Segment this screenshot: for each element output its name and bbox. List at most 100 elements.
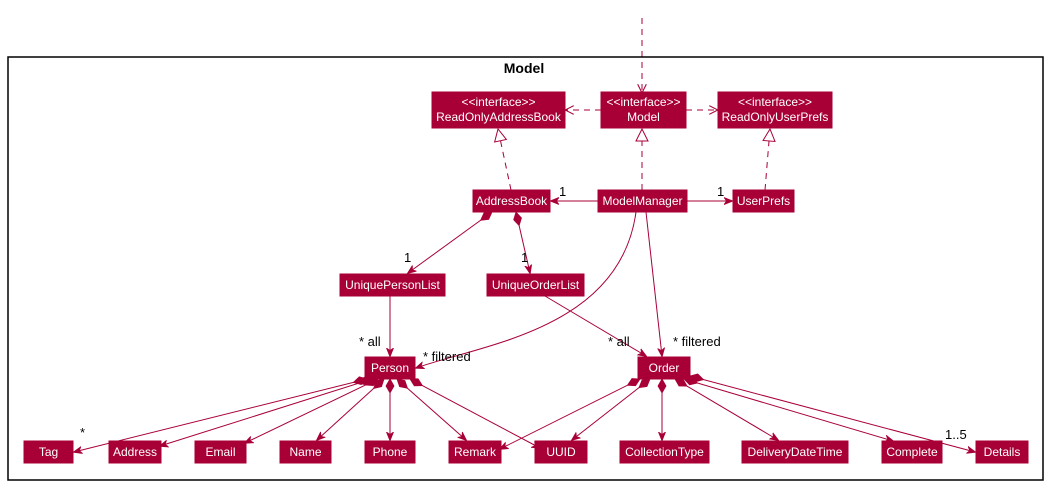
class-model[interactable]: <<interface>>Model — [600, 91, 687, 129]
class-name: UserPrefs — [737, 194, 790, 208]
class-stereotype: <<interface>> — [461, 95, 535, 109]
addressbook-to-uniqueorderlist-edge — [516, 212, 530, 273]
class-unique-person-list[interactable]: UniquePersonList — [339, 273, 446, 297]
class-unique-order-list[interactable]: UniqueOrderList — [486, 273, 585, 297]
class-box — [364, 440, 416, 464]
multiplicity-ab-uol: 1 — [521, 250, 528, 265]
class-box — [448, 440, 502, 464]
model-package: Model — [7, 56, 1044, 481]
class-uuid[interactable]: UUID — [534, 440, 588, 464]
class-box — [741, 440, 849, 464]
person-to-uuid-edge — [410, 379, 540, 448]
class-box — [597, 189, 688, 213]
class-name: Email — [205, 445, 235, 459]
class-person[interactable]: Person — [364, 356, 416, 380]
class-name: AddressBook — [476, 194, 548, 208]
multiplicity-order-details: 1..5 — [945, 427, 967, 442]
addressbook-to-uniquepersonlist-edge — [408, 212, 492, 273]
class-box — [534, 440, 588, 464]
class-box — [431, 91, 566, 129]
class-box — [108, 440, 162, 464]
class-remark[interactable]: Remark — [448, 440, 502, 464]
class-box — [194, 440, 247, 464]
class-delivery-date-time[interactable]: DeliveryDateTime — [741, 440, 849, 464]
class-nodes: <<interface>>ReadOnlyAddressBook<<interf… — [23, 91, 1029, 464]
class-box — [732, 189, 795, 213]
class-phone[interactable]: Phone — [364, 440, 416, 464]
order-to-uuid-edge — [572, 379, 650, 440]
class-box — [472, 189, 551, 213]
order-to-remark-edge — [500, 379, 640, 449]
class-read-only-address-book[interactable]: <<interface>>ReadOnlyAddressBook — [431, 91, 566, 129]
class-name: ReadOnlyUserPrefs — [722, 110, 829, 124]
class-name: Details — [984, 445, 1021, 459]
class-name: UUID — [546, 445, 576, 459]
class-name: Tag — [39, 445, 58, 459]
class-address[interactable]: Address — [108, 440, 162, 464]
class-email[interactable]: Email — [194, 440, 247, 464]
uniqueorderlist-to-order-edge — [544, 295, 646, 356]
person-to-address-edge — [160, 379, 372, 446]
class-collection-type[interactable]: CollectionType — [619, 440, 710, 464]
class-name[interactable]: Name — [279, 440, 332, 464]
class-box — [339, 273, 446, 297]
class-name: UniqueOrderList — [492, 278, 580, 292]
class-name: Person — [371, 361, 409, 375]
class-name: Address — [113, 445, 157, 459]
class-box — [600, 91, 687, 129]
class-name: Phone — [373, 445, 408, 459]
modelmanager-to-order-edge — [645, 211, 662, 356]
package-title: Model — [504, 60, 544, 76]
class-name: ReadOnlyAddressBook — [436, 110, 562, 124]
person-to-email-edge — [245, 379, 378, 443]
class-name: UniquePersonList — [345, 278, 440, 292]
multiplicity-mm-order: * filtered — [673, 334, 721, 349]
userprefs-realizes-readonlyuserprefs-edge — [765, 129, 770, 191]
multiplicity-labels: 1 1 1 1 * all * filtered * all * filtered * 1..5 — [80, 184, 967, 442]
multiplicity-ab-upl: 1 — [404, 250, 411, 265]
class-box — [717, 91, 833, 129]
class-user-prefs[interactable]: UserPrefs — [732, 189, 795, 213]
multiplicity-person-tag: * — [80, 425, 85, 440]
edges — [74, 110, 975, 452]
class-model-manager[interactable]: ModelManager — [597, 189, 688, 213]
multiplicity-uol-order: * all — [608, 334, 630, 349]
class-box — [486, 273, 585, 297]
class-complete[interactable]: Complete — [881, 440, 943, 464]
class-read-only-user-prefs[interactable]: <<interface>>ReadOnlyUserPrefs — [717, 91, 833, 129]
class-box — [279, 440, 332, 464]
multiplicity-upl-person: * all — [359, 334, 381, 349]
class-name: Remark — [454, 445, 497, 459]
class-address-book[interactable]: AddressBook — [472, 189, 551, 213]
multiplicity-mm-up: 1 — [717, 184, 724, 199]
class-box — [364, 356, 416, 380]
class-box — [23, 440, 74, 464]
modelmanager-to-person-edge — [416, 211, 637, 368]
package-frame — [7, 56, 1044, 481]
class-details[interactable]: Details — [975, 440, 1029, 464]
class-stereotype: <<interface>> — [738, 95, 812, 109]
class-name: Complete — [886, 445, 938, 459]
class-name: Order — [649, 361, 680, 375]
multiplicity-mm-person: * filtered — [423, 349, 471, 364]
order-to-complete-edge — [684, 379, 893, 441]
order-to-deliverydatetime-edge — [675, 378, 778, 440]
class-stereotype: <<interface>> — [606, 95, 680, 109]
class-name: Name — [289, 445, 321, 459]
class-box — [975, 440, 1029, 464]
class-name: ModelManager — [602, 194, 682, 208]
class-box — [881, 440, 943, 464]
class-order[interactable]: Order — [637, 356, 691, 380]
class-box — [619, 440, 710, 464]
order-to-details-edge — [690, 376, 975, 452]
addressbook-realizes-readonlyaddressbook-edge — [498, 129, 512, 191]
class-name: DeliveryDateTime — [748, 445, 843, 459]
class-name: CollectionType — [625, 445, 704, 459]
class-box — [637, 356, 691, 380]
class-tag[interactable]: Tag — [23, 440, 74, 464]
multiplicity-mm-ab: 1 — [559, 184, 566, 199]
person-to-name-edge — [317, 379, 384, 440]
class-name: Model — [627, 110, 660, 124]
person-to-remark-edge — [397, 379, 466, 440]
